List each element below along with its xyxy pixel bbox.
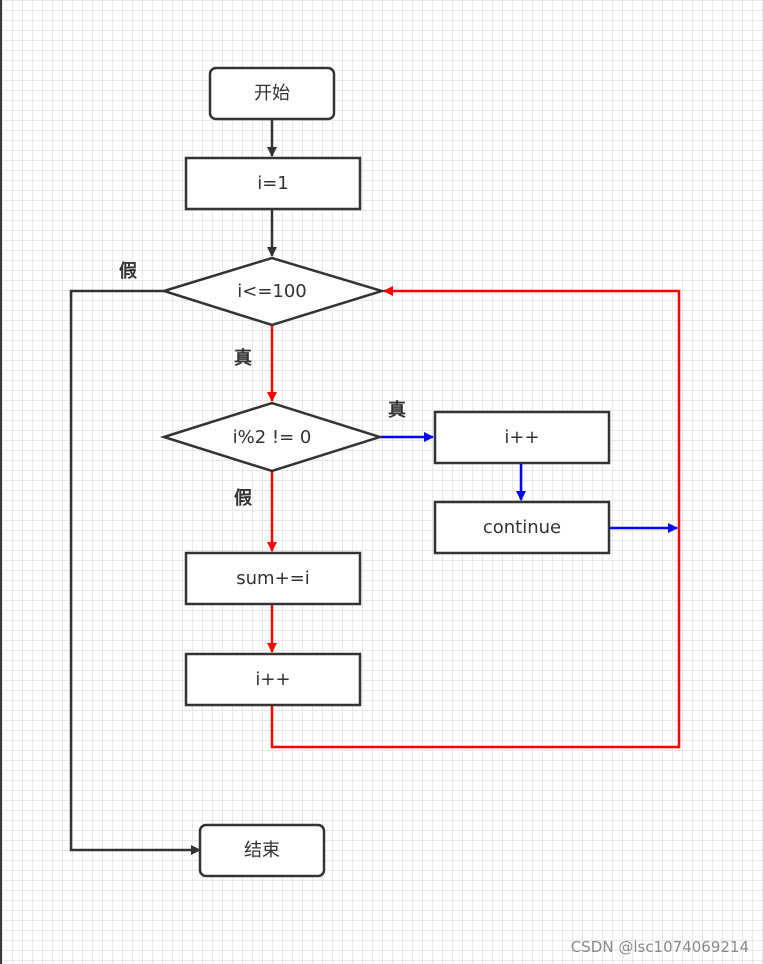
- edges: [69, 119, 681, 855]
- node-init: i=1: [184, 156, 362, 211]
- node-cond-odd-label: i%2 != 0: [233, 427, 312, 448]
- edge-inc-back-to-cond-loop: [270, 286, 681, 749]
- node-continue-label: continue: [483, 517, 561, 538]
- node-continue: continue: [433, 500, 611, 555]
- node-start-label: 开始: [254, 83, 290, 104]
- label-odd-true: 真: [388, 399, 406, 421]
- node-end-label: 结束: [244, 840, 280, 861]
- node-sum: sum+=i: [184, 551, 362, 606]
- node-cond-odd: i%2 != 0: [159, 401, 385, 473]
- node-inc-true-label: i++: [504, 427, 539, 448]
- label-loop-false: 假: [119, 260, 138, 282]
- node-init-label: i=1: [257, 173, 289, 194]
- node-cond-loop: i<=100: [159, 256, 387, 327]
- watermark-text: CSDN @lsc1074069214: [570, 938, 749, 956]
- node-inc-false-label: i++: [255, 669, 290, 690]
- edge-cond-loop-false-to-end: [69, 289, 201, 855]
- node-sum-label: sum+=i: [236, 568, 310, 589]
- node-end: 结束: [198, 823, 326, 878]
- node-inc-false: i++: [184, 652, 362, 707]
- node-cond-loop-label: i<=100: [237, 281, 307, 302]
- node-inc-true: i++: [433, 410, 611, 465]
- label-odd-false: 假: [234, 487, 253, 509]
- node-start: 开始: [208, 66, 336, 121]
- label-loop-true: 真: [234, 347, 252, 369]
